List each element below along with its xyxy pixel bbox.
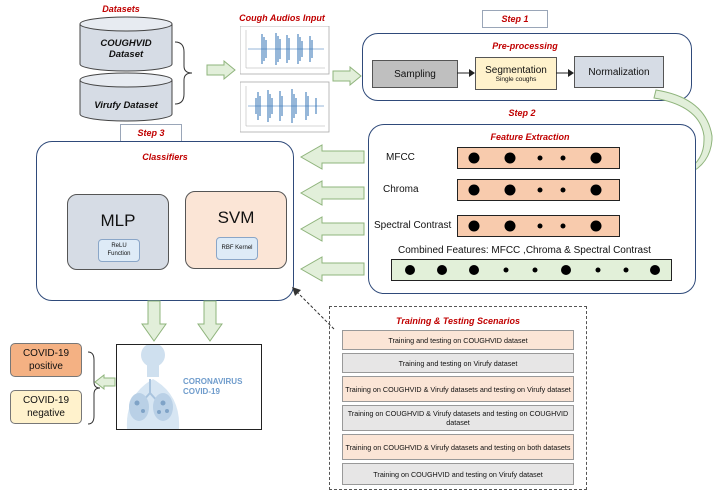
arrow-left-icon: [300, 144, 365, 170]
normalization-label: Normalization: [588, 66, 650, 78]
preprocessing-title: Pre-processing: [492, 41, 558, 51]
arrow-left-icon: [300, 256, 365, 282]
covid-positive-box: COVID-19 positive: [10, 343, 82, 377]
lungs-icon: [126, 345, 180, 429]
scenario-item: Training on COUGHVID & Virufy datasets a…: [342, 405, 574, 431]
step3-tag: Step 3: [120, 124, 182, 142]
feature-dot: [537, 223, 543, 229]
feature-dot: [560, 223, 566, 229]
arrow-left-icon: [300, 216, 365, 242]
arrow-left-icon: [94, 374, 116, 390]
normalization-box: Normalization: [574, 56, 664, 88]
virufy-dataset-label: Virufy Dataset: [94, 100, 158, 111]
dataset-cylinders: [79, 16, 173, 122]
covid-positive-label: COVID-19 positive: [22, 348, 70, 372]
covid-negative-label: COVID-19 negative: [22, 395, 70, 419]
scenarios-title: Training & Testing Scenarios: [395, 316, 521, 326]
feature-dot: [437, 265, 447, 275]
feature-dot: [504, 152, 516, 164]
segmentation-box: Segmentation Single coughs: [475, 57, 557, 90]
coronavirus-line1: CORONAVIRUS: [183, 377, 243, 386]
coronavirus-image: CORONAVIRUS COVID-19: [116, 344, 262, 430]
feature-dot: [469, 265, 479, 275]
coughvid-cylinder: [79, 16, 173, 72]
segmentation-sublabel: Single coughs: [495, 75, 537, 83]
feature-dot: [595, 267, 601, 273]
step1-tag: Step 1: [482, 10, 548, 28]
svm-label: SVM: [217, 208, 255, 227]
sampling-label: Sampling: [394, 68, 436, 80]
combined-features-label: Combined Features: MFCC ,Chroma & Spectr…: [398, 245, 651, 256]
dashed-arrow-icon: [292, 287, 335, 330]
step2-tag: Step 2: [508, 108, 536, 118]
feature-dot: [504, 220, 516, 232]
coughvid-dataset-label: COUGHVID Dataset: [100, 38, 152, 60]
brace-icon: [174, 41, 193, 105]
feature-dot: [504, 184, 516, 196]
svm-box: SVM RBF Kernel: [185, 191, 287, 269]
mlp-label: MLP: [100, 211, 136, 230]
feature-dot: [468, 220, 480, 232]
arrow-down-icon: [141, 300, 167, 342]
sampling-box: Sampling: [372, 60, 458, 88]
feature-dot: [468, 152, 480, 164]
feature-dot: [537, 187, 543, 193]
arrow-right-icon: [556, 69, 574, 77]
scenario-item: Training and testing on COUGHVID dataset: [342, 330, 574, 350]
feature-dot: [561, 265, 571, 275]
datasets-title: Datasets: [102, 4, 140, 14]
coronavirus-text: CORONAVIRUS COVID-19: [183, 377, 242, 396]
spectral-feature-bar: [457, 215, 620, 237]
feature-dot: [405, 265, 415, 275]
arrow-left-icon: [300, 180, 365, 206]
chroma-label: Chroma: [383, 184, 419, 195]
rbf-kernel-badge: RBF Kernel: [216, 237, 258, 260]
scenario-item: Training on COUGHVID & Virufy datasets a…: [342, 376, 574, 402]
brace-icon: [87, 351, 101, 425]
mlp-box: MLP ReLU Function: [67, 194, 169, 270]
feature-dot: [532, 267, 538, 273]
combined-feature-bar: [391, 259, 672, 281]
feature-dot: [560, 155, 566, 161]
classifiers-title: Classifiers: [142, 152, 188, 162]
scenario-item: Training and testing on Virufy dataset: [342, 353, 574, 373]
spectral-contrast-label: Spectral Contrast: [374, 220, 452, 231]
feature-dot: [650, 265, 660, 275]
feature-dot: [590, 220, 602, 232]
feature-dot: [623, 267, 629, 273]
coronavirus-line2: COVID-19: [183, 386, 220, 396]
feature-dot: [503, 267, 509, 273]
scenarios-panel: [329, 306, 587, 490]
feature-dot: [590, 152, 602, 164]
covid-negative-box: COVID-19 negative: [10, 390, 82, 424]
virufy-cylinder: [79, 72, 173, 122]
arrow-right-icon: [457, 69, 475, 77]
waveform-images: [240, 26, 330, 133]
feature-extraction-title: Feature Extraction: [490, 132, 570, 142]
arrow-right-icon: [206, 60, 236, 80]
feature-dot: [468, 184, 480, 196]
segmentation-label: Segmentation: [485, 64, 547, 76]
audio-title: Cough Audios Input: [239, 13, 325, 23]
arrow-right-icon: [332, 66, 362, 86]
mfcc-label: MFCC: [386, 152, 415, 163]
feature-dot: [590, 184, 602, 196]
scenario-item: Training on COUGHVID and testing on Viru…: [342, 463, 574, 485]
arrow-down-icon: [197, 300, 223, 342]
scenario-item: Training on COUGHVID & Virufy datasets a…: [342, 434, 574, 460]
chroma-feature-bar: [457, 179, 620, 201]
mfcc-feature-bar: [457, 147, 620, 169]
feature-dot: [560, 187, 566, 193]
feature-dot: [537, 155, 543, 161]
relu-function-badge: ReLU Function: [98, 239, 140, 262]
